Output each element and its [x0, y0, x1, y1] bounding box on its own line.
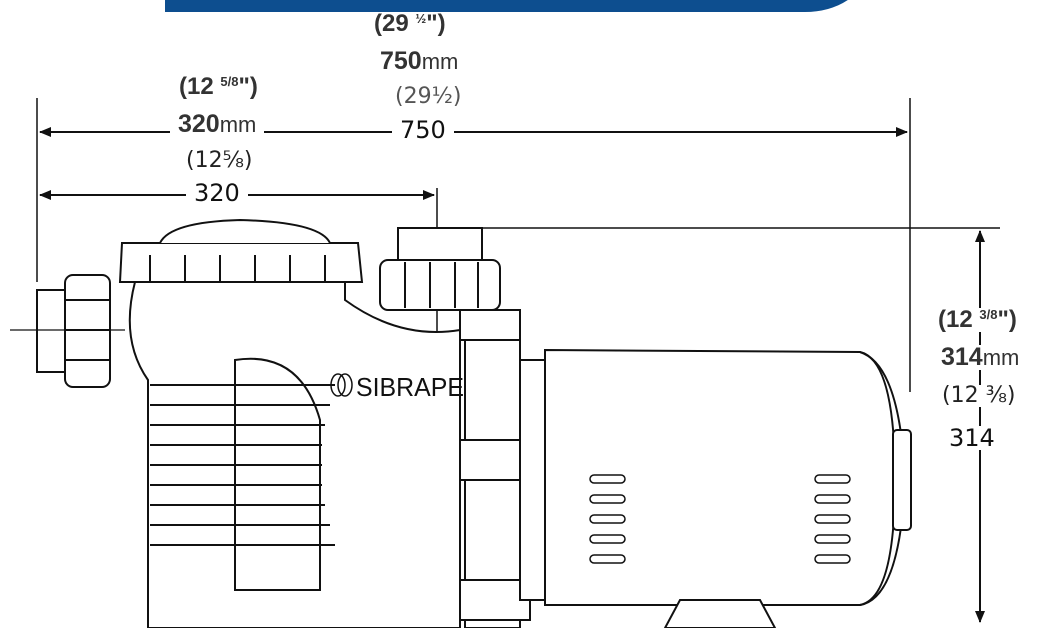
height-inches-label: (12 3/8"): [938, 306, 1017, 333]
height-drawing-value: 314: [945, 426, 999, 450]
sibrape-logo: [330, 373, 353, 397]
length-inches-label: (29 ½"): [374, 10, 446, 37]
height-drawing-inches: (12 ⅜): [942, 383, 1016, 408]
pump-body: [10, 218, 912, 628]
inlet-pipe: [36, 289, 66, 373]
strainer-housing: [128, 281, 461, 628]
length-drawing-inches: (29½): [395, 84, 462, 109]
brand-text: SIBRAPE: [356, 372, 464, 402]
height-mm-label: 314mm: [941, 343, 1020, 371]
inlet-outlet-drawing-value: 320: [186, 181, 248, 205]
length-mm-label: 750mm: [380, 47, 459, 75]
inlet-outlet-mm-label: 320mm: [170, 112, 265, 137]
motor-housing: [544, 348, 897, 606]
header-banner: [165, 0, 865, 12]
inlet-outlet-drawing-inches: (12⅝): [186, 148, 253, 173]
motor-end-cap: [892, 429, 912, 531]
pump-base: [663, 599, 777, 628]
outlet-union: [379, 259, 501, 311]
length-drawing-value: 750: [392, 118, 454, 142]
outlet-pipe: [397, 227, 483, 261]
inlet-outlet-inches-label: (12 5/8"): [179, 73, 258, 100]
